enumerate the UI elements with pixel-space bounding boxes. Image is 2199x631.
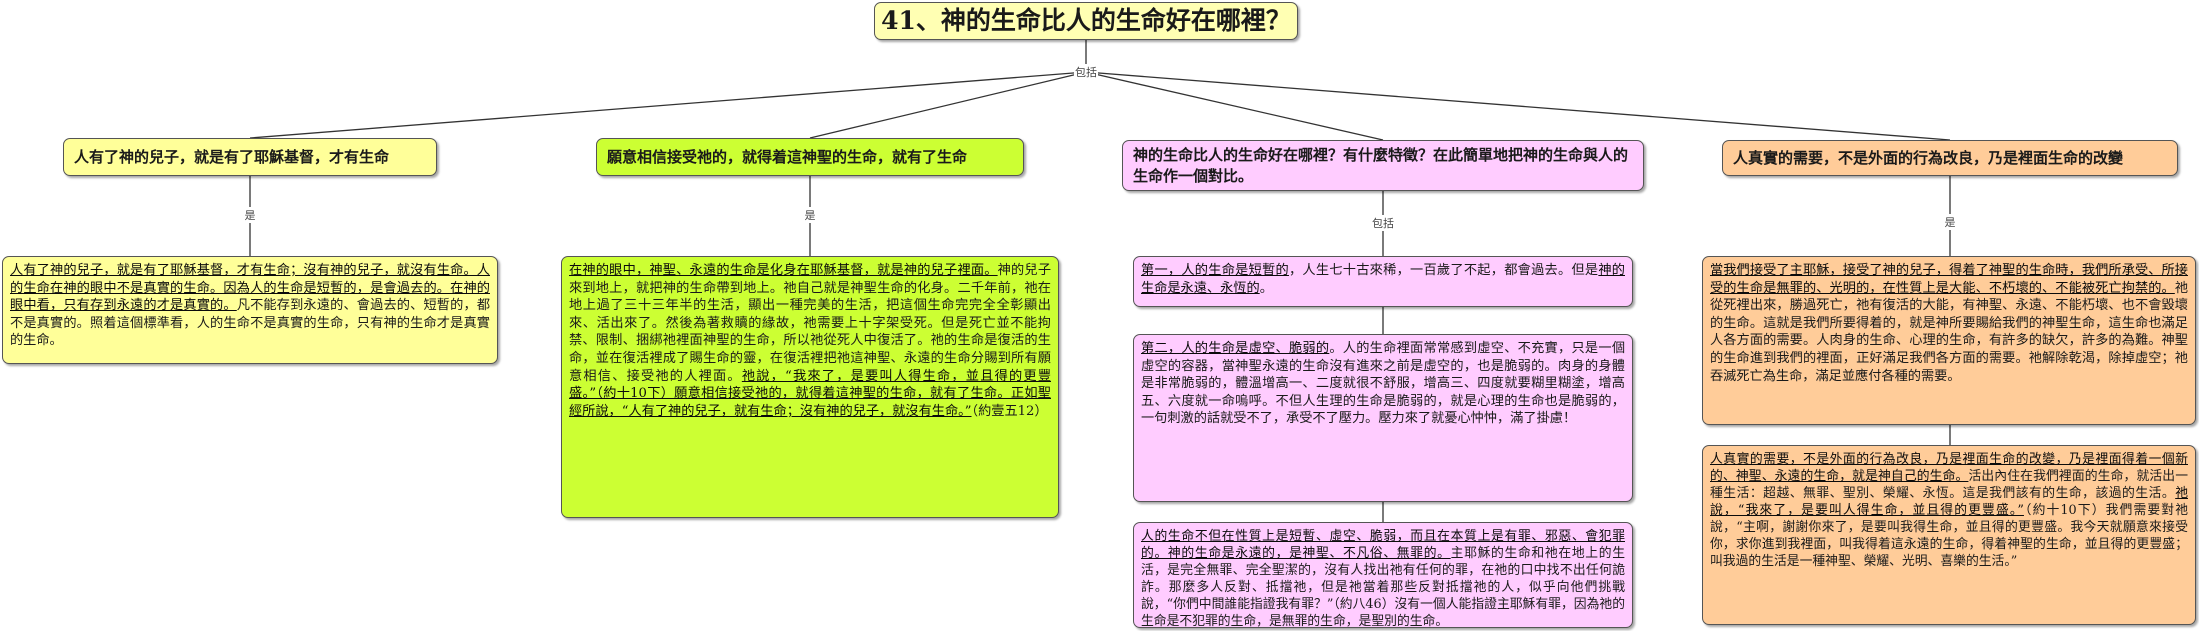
root-title: 41、神的生命比人的生命好在哪裡？ (881, 6, 1291, 35)
branch-4-leaf-1[interactable]: 當我們接受了主耶穌，接受了神的兒子，得着了神聖的生命時，我們所承受、所接受的生命… (1702, 256, 2196, 425)
branch-2-link-label: 是 (803, 207, 817, 223)
leaf-underlined-text: 人有了神的兒子，就是有了耶穌基督，才有生命；沒有神的兒子，就沒有生命。人的生命在… (10, 263, 490, 314)
leaf-text-2: （約壹五12） (971, 403, 1048, 419)
leaf-text: 活出內住在我們裡面的生命，就活出一種生活：超越、無罪、聖別、榮耀、永恆。這是我們… (1710, 469, 2189, 501)
branch-4-leaf-2[interactable]: 人真實的需要，不是外面的行為改良，乃是裡面生命的改變，乃是裡面得着一個新的、神聖… (1702, 445, 2196, 625)
leaf-text: 祂從死裡出來，勝過死亡，祂有復活的大能，有神聖、永遠、不能朽壞、也不會毀壞的生命… (1710, 280, 2188, 384)
root-topic[interactable]: 41、神的生命比人的生命好在哪裡？ (874, 2, 1298, 40)
branch-2-title: 願意相信接受祂的，就得着這神聖的生命，就有了生命 (607, 148, 968, 166)
branch-1-title: 人有了神的兒子，就是有了耶穌基督，才有生命 (74, 148, 390, 166)
branch-3-leaf-3[interactable]: 人的生命不但在性質上是短暫、虛空、脆弱，而且在本質上是有罪、邪惡、會犯罪的。神的… (1133, 522, 1633, 629)
branch-2-topic[interactable]: 願意相信接受祂的，就得着這神聖的生命，就有了生命 (596, 138, 1024, 176)
leaf-text: 凡不能存到永遠的、會過去的、短暫的，都不是真實的。照着這個標準看，人的生命不是真… (10, 298, 491, 349)
leaf-text-2: 。 (1259, 280, 1273, 296)
leaf-text: 主耶穌的生命和祂在地上的生活，是完全無罪、完全聖潔的，沒有人找出祂有任何的罪，在… (1141, 546, 1626, 629)
branch-1-topic[interactable]: 人有了神的兒子，就是有了耶穌基督，才有生命 (63, 138, 437, 176)
branch-1-leaf-1[interactable]: 人有了神的兒子，就是有了耶穌基督，才有生命；沒有神的兒子，就沒有生命。人的生命在… (2, 256, 498, 364)
leaf-text: 神的兒子來到地上，就把神的生命帶到地上。祂自己就是神聖生命的化身。二千年前，祂在… (569, 263, 1052, 384)
branch-4-link-label: 是 (1943, 214, 1957, 230)
branch-3-leaf-2[interactable]: 第二，人的生命是虛空、脆弱的。人的生命裡面常常感到虛空、不充實，只是一個虛空的容… (1133, 334, 1633, 502)
leaf-underlined-text: 人的生命不但在性質上是短暫、虛空、脆弱，而且在本質上是有罪、邪惡、會犯罪的。神的… (1141, 529, 1625, 561)
leaf-underlined-text-2: 神的生命是永遠、永恆的 (1141, 263, 1625, 296)
leaf-underlined-text-2: 祂說，“我來了，是要叫人得生命，並且得的更豐盛。” (1710, 486, 2188, 518)
branch-3-title: 神的生命比人的生命好在哪裡？有什麼特徵？在此簡單地把神的生命與人的生命作一個對比… (1133, 146, 1629, 185)
branch-1-link-label: 是 (243, 207, 257, 223)
leaf-underlined-text: 當我們接受了主耶穌，接受了神的兒子，得着了神聖的生命時，我們所承受、所接受的生命… (1710, 263, 2188, 296)
branch-2-leaf-1[interactable]: 在神的眼中，神聖、永遠的生命是化身在耶穌基督，就是神的兒子裡面。神的兒子來到地上… (561, 256, 1059, 518)
branch-3-topic[interactable]: 神的生命比人的生命好在哪裡？有什麼特徵？在此簡單地把神的生命與人的生命作一個對比… (1122, 140, 1644, 191)
leaf-underlined-text-2: 祂說，“我來了，是要叫人得生命，並且得的更豐盛。”（約十10下）願意相信接受祂的… (569, 368, 1051, 419)
branch-4-title: 人真實的需要，不是外面的行為改良，乃是裡面生命的改變 (1733, 149, 2124, 167)
leaf-underlined-text: 人真實的需要，不是外面的行為改良，乃是裡面生命的改變，乃是裡面得着一個新的、神聖… (1710, 452, 2188, 484)
leaf-underlined-text: 第一，人的生命是短暫的 (1141, 263, 1289, 278)
branch-4-topic[interactable]: 人真實的需要，不是外面的行為改良，乃是裡面生命的改變 (1722, 140, 2178, 176)
branch-3-link-label: 包括 (1371, 215, 1395, 231)
leaf-underlined-text: 第二，人的生命是虛空、脆弱的 (1141, 341, 1330, 356)
root-link-label: 包括 (1074, 64, 1098, 80)
leaf-text: ，人生七十古來稀，一百歲了不起，都會過去。但是 (1288, 263, 1599, 278)
leaf-text-2: （約十10下）我們需要對祂說，“主啊，謝謝你來了，是要叫我得生命，並且得的更豐盛… (1710, 503, 2189, 569)
branch-3-leaf-1[interactable]: 第一，人的生命是短暫的，人生七十古來稀，一百歲了不起，都會過去。但是神的生命是永… (1133, 256, 1633, 307)
leaf-underlined-text: 在神的眼中，神聖、永遠的生命是化身在耶穌基督，就是神的兒子裡面。 (569, 263, 998, 278)
leaf-text: 。人的生命裡面常常感到虛空、不充實，只是一個虛空的容器，當神聖永遠的生命沒有進來… (1141, 341, 1626, 427)
